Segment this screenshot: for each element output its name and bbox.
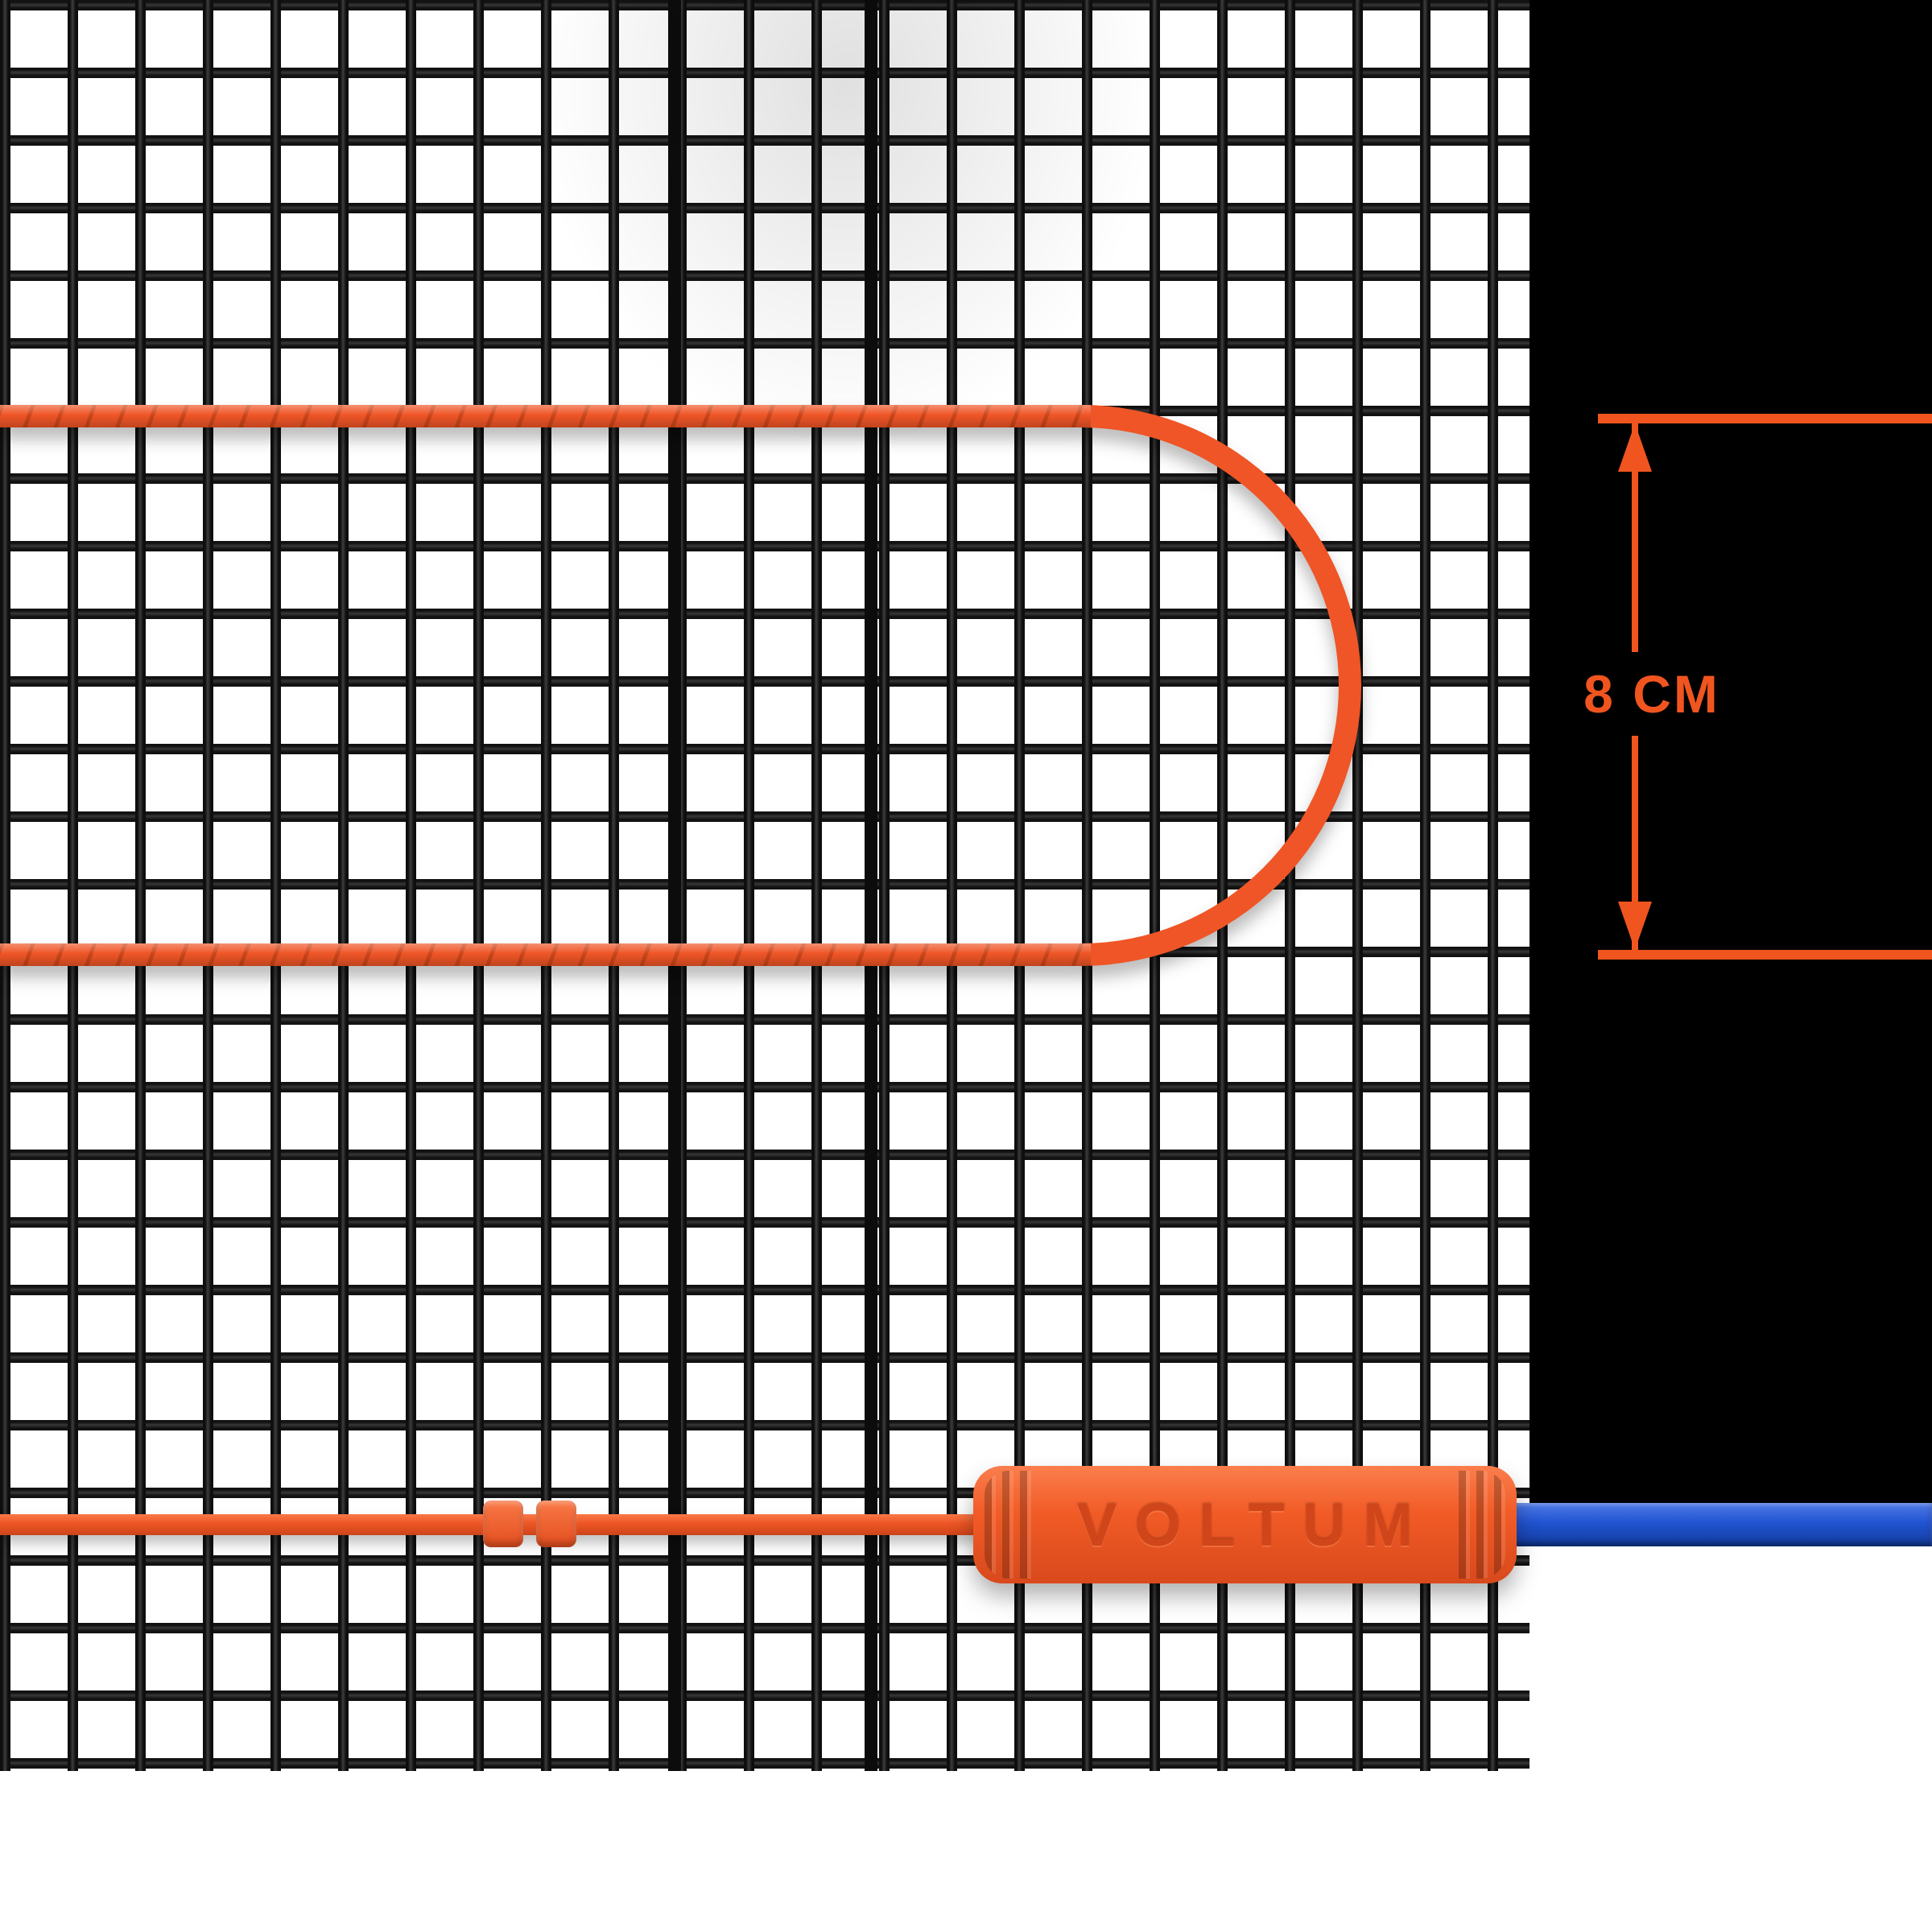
cable-connector: VOLTUM (973, 1466, 1517, 1583)
mesh-seam (865, 0, 877, 1771)
heating-cable-bottom-run (0, 943, 1091, 966)
cable-splice-clip (536, 1501, 576, 1547)
soft-shadow (531, 0, 1159, 451)
power-cord (1499, 1503, 1932, 1546)
arrow-down-icon (1618, 902, 1652, 950)
cable-splice-clip (483, 1501, 523, 1547)
dimension-bottom-extension-line (1598, 950, 1932, 960)
mesh-seam (668, 0, 681, 1771)
heating-cable-top-run (0, 405, 1091, 427)
heating-cable-loop (0, 405, 1361, 966)
brand-label: VOLTUM (1077, 1491, 1430, 1558)
dimension-label: 8 CM (1575, 652, 1728, 736)
arrow-up-icon (1618, 423, 1652, 472)
connector-rib-left (985, 1471, 1031, 1579)
black-backdrop (1530, 0, 1932, 1543)
dimension-top-extension-line (1598, 414, 1932, 423)
connector-rib-right (1459, 1471, 1505, 1579)
